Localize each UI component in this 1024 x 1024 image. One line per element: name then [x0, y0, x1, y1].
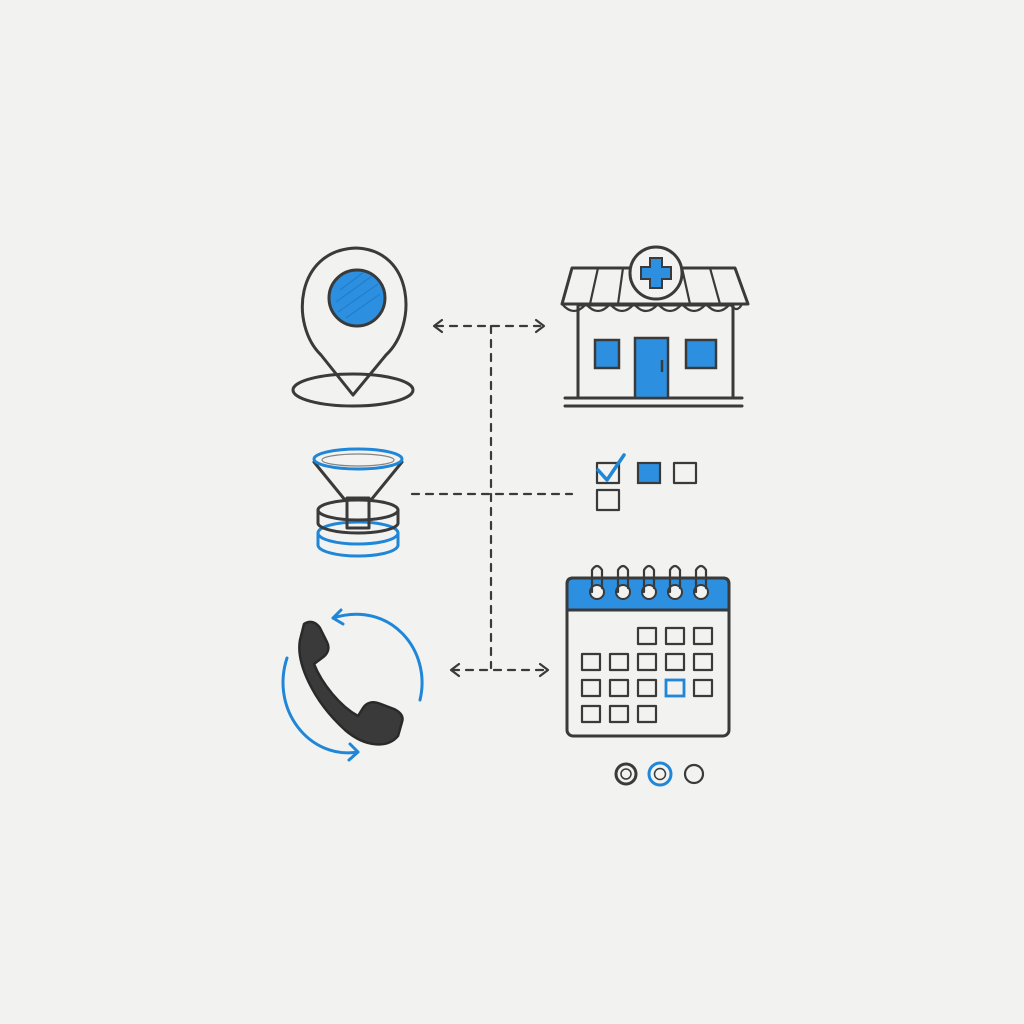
clinic-building-icon [560, 245, 750, 408]
arrow-right-top [534, 318, 546, 334]
checkbox-empty [595, 488, 621, 512]
checkbox-options-icon [595, 453, 698, 512]
step-dot [683, 763, 705, 785]
checkbox-selected [636, 461, 662, 485]
step-dot-active [647, 761, 673, 787]
calendar-highlighted-day [664, 678, 686, 698]
arrow-left-top [432, 318, 444, 334]
map-pin-icon [291, 246, 415, 408]
checkbox-empty [672, 461, 698, 485]
phone-callback-icon [281, 608, 424, 762]
arrow-right-bottom [538, 662, 550, 678]
step-dots-icon [614, 761, 705, 787]
calendar-icon [565, 564, 731, 738]
calendar-day-grid [580, 626, 714, 724]
calendar-rings [589, 564, 709, 600]
connector-lines [410, 318, 574, 678]
step-dot [614, 762, 638, 786]
funnel-filter-icon [312, 447, 404, 558]
arrow-left-bottom [449, 662, 461, 678]
checkbox-checked [595, 461, 621, 485]
